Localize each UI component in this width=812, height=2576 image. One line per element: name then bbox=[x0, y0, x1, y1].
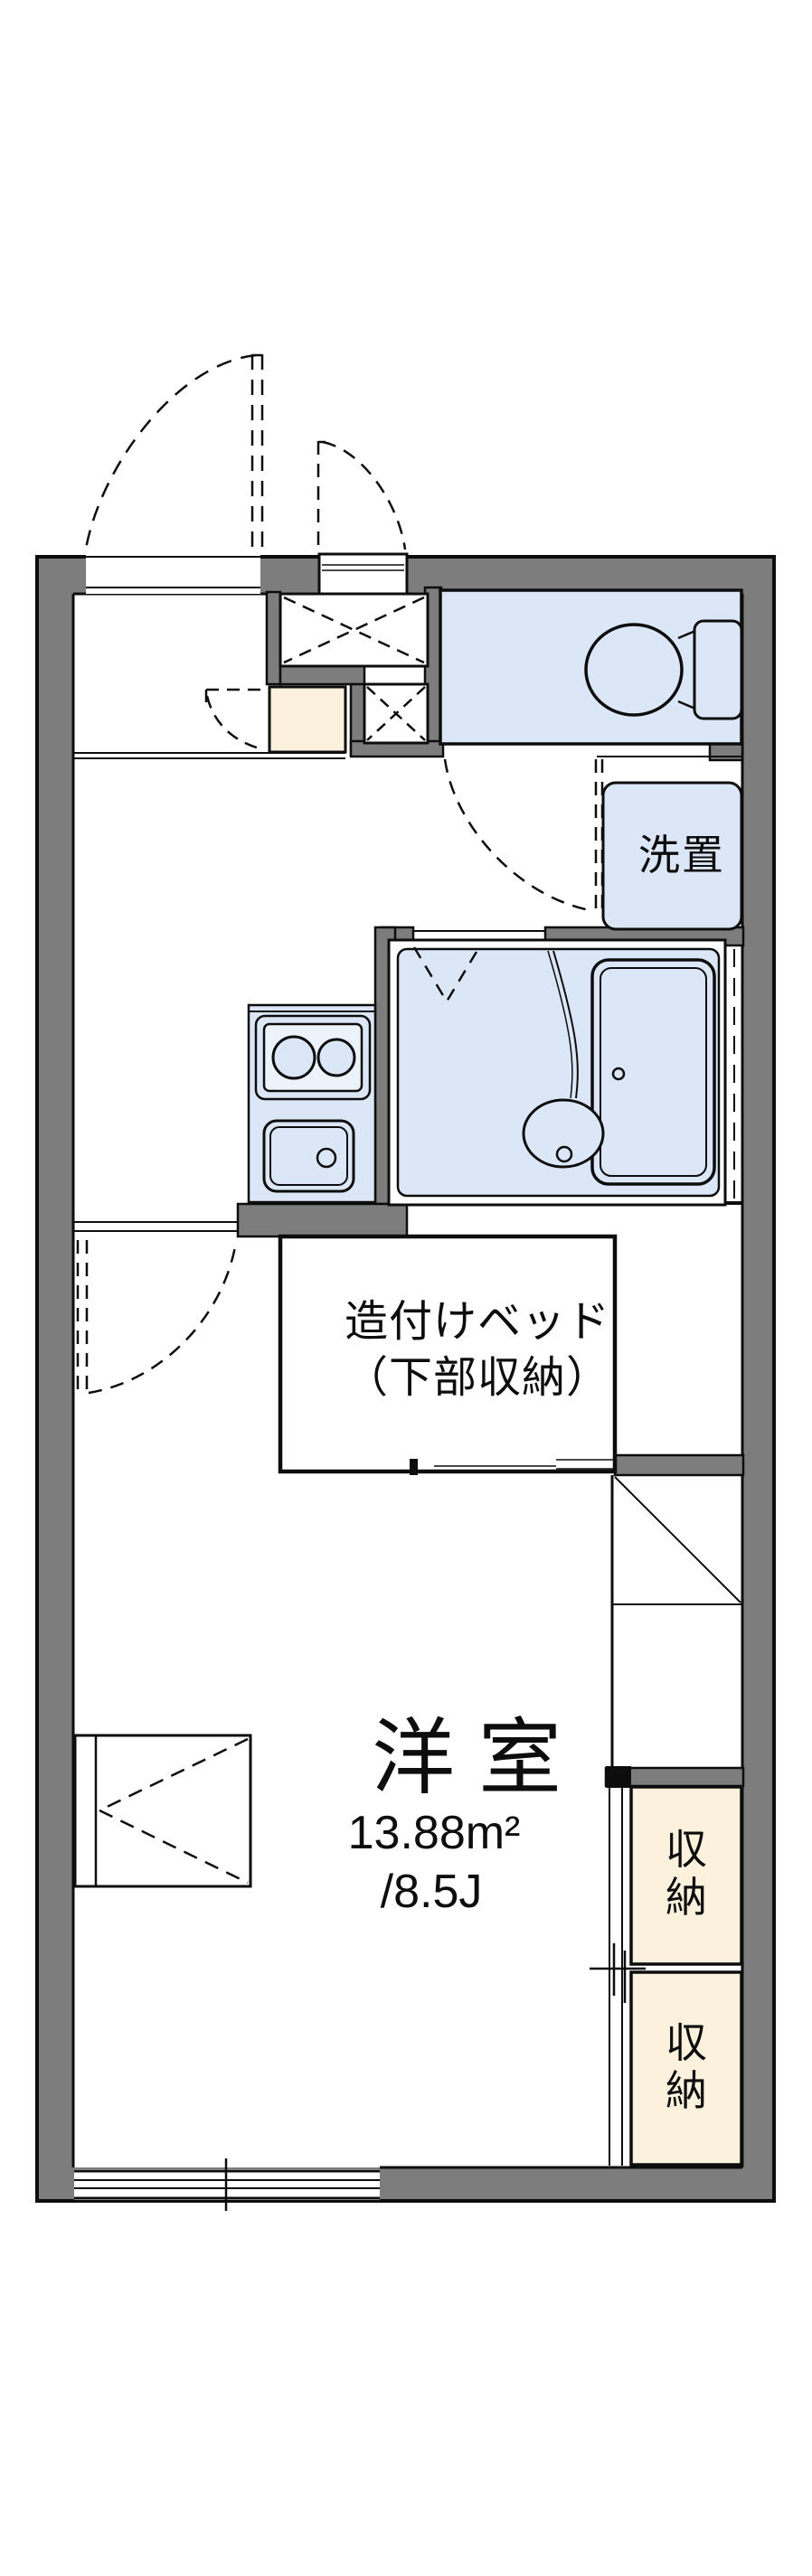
main-room-name: 洋室 bbox=[371, 1712, 586, 1805]
wash-basin-icon bbox=[522, 1098, 605, 1169]
toilet-room bbox=[439, 588, 743, 746]
storage-lower-label: 収納 bbox=[666, 2019, 707, 2114]
bathtub-icon bbox=[590, 958, 716, 1186]
toilet-bowl-icon bbox=[584, 623, 684, 717]
shoe-cabinet-door-swing bbox=[204, 688, 262, 750]
bed-label-line2: （下部収納） bbox=[344, 1354, 611, 1403]
wall-left bbox=[36, 556, 74, 2202]
room-door-swing bbox=[76, 1240, 238, 1395]
wall-bed-right bbox=[613, 1453, 745, 1477]
hall-boundary-line bbox=[72, 752, 345, 759]
wall-under-toilet bbox=[708, 742, 744, 762]
entrance-door-swing bbox=[84, 353, 264, 554]
burner-left-icon bbox=[271, 1035, 316, 1080]
kitchen-unit bbox=[247, 1003, 377, 1204]
washer-space-label: 洗置 bbox=[638, 832, 725, 879]
burner-right-icon bbox=[316, 1038, 356, 1077]
dead-space-diagonal bbox=[614, 1476, 741, 1603]
closet-column bbox=[590, 1475, 743, 2167]
shower-hose bbox=[552, 950, 579, 1099]
meter-door-swing bbox=[316, 440, 407, 554]
wall-genkan-1 bbox=[265, 590, 282, 686]
storage-upper-label: 収納 bbox=[666, 1826, 707, 1921]
entrance-opening bbox=[86, 553, 260, 594]
outer-walls bbox=[36, 556, 775, 2202]
built-in-bed-box bbox=[278, 1234, 618, 1475]
toilet-door-swing bbox=[443, 758, 604, 913]
kitchen-sink-icon bbox=[262, 1119, 355, 1193]
storage-lower-box bbox=[629, 1970, 743, 2167]
toilet-tank-icon bbox=[693, 619, 743, 720]
bathroom bbox=[387, 938, 735, 1207]
folding-table-box bbox=[73, 1734, 252, 1888]
storage-upper-box bbox=[629, 1785, 743, 1966]
main-room-area-sqm: 13.88m² bbox=[347, 1806, 521, 1859]
bed-label-line1: 造付けベッド bbox=[344, 1298, 611, 1347]
shoe-cabinet-lower bbox=[363, 682, 430, 745]
main-room-area-tatami: /8.5J bbox=[380, 1865, 483, 1918]
wall-genkan-2 bbox=[279, 664, 366, 686]
genkan-step bbox=[268, 685, 347, 754]
window-bottom bbox=[74, 2158, 380, 2211]
opening-hall-to-room bbox=[74, 1221, 238, 1232]
shoe-cabinet-upper bbox=[279, 592, 430, 668]
wall-right bbox=[741, 556, 775, 2202]
wall-closet-divider-cap bbox=[606, 1766, 631, 1788]
wall-kitchen-bottom bbox=[236, 1202, 409, 1238]
